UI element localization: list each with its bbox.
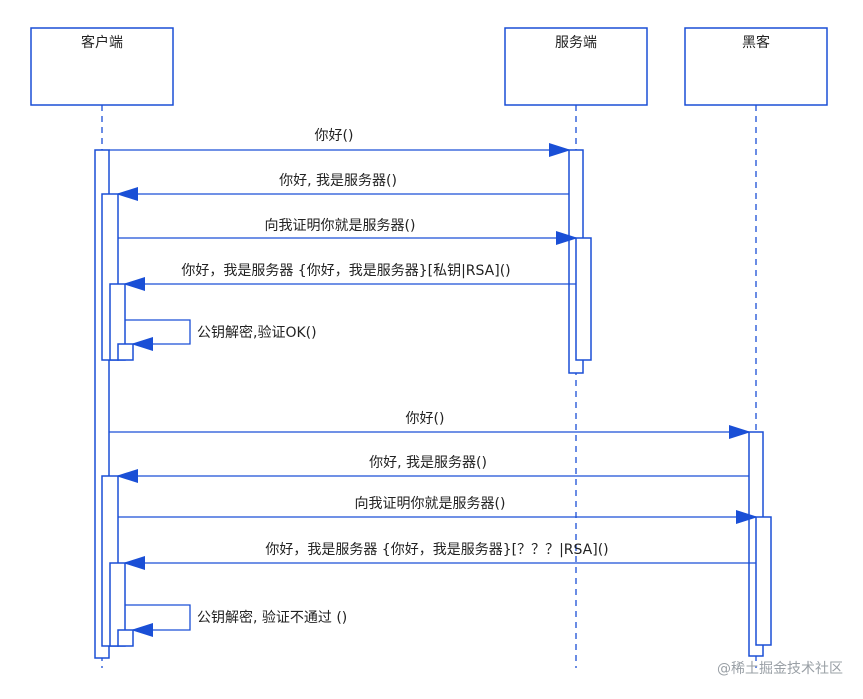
message-label-3: 向我证明你就是服务器()	[265, 218, 416, 234]
activation-server-2	[575, 237, 592, 361]
message-arrow-5-self	[125, 319, 191, 351]
watermark-text: @稀土掘金技术社区	[717, 661, 843, 677]
participant-client-label: 客户端	[81, 34, 123, 51]
message-label-9: 你好，我是服务器 {你好，我是服务器}[？？？|RSA]()	[265, 542, 608, 558]
message-label-2: 你好, 我是服务器()	[279, 173, 397, 189]
message-label-10: 公钥解密, 验证不通过 ()	[197, 609, 347, 626]
message-label-5: 公钥解密,验证OK()	[197, 324, 317, 341]
participant-hacker: 黑客	[684, 27, 828, 106]
message-label-7: 你好, 我是服务器()	[369, 455, 487, 471]
message-label-8: 向我证明你就是服务器()	[355, 496, 506, 512]
participant-client: 客户端	[30, 27, 174, 106]
message-label-6: 你好()	[406, 411, 445, 427]
message-label-1: 你好()	[315, 128, 354, 144]
participant-server: 服务端	[504, 27, 648, 106]
participant-server-label: 服务端	[555, 35, 597, 51]
message-label-4: 你好，我是服务器 {你好，我是服务器}[私钥|RSA]()	[181, 263, 510, 279]
activation-client-3	[117, 343, 134, 361]
activation-hacker-2	[755, 516, 772, 646]
activation-client-6	[117, 629, 134, 647]
participant-hacker-label: 黑客	[742, 34, 770, 51]
message-arrow-10-self	[125, 604, 191, 637]
